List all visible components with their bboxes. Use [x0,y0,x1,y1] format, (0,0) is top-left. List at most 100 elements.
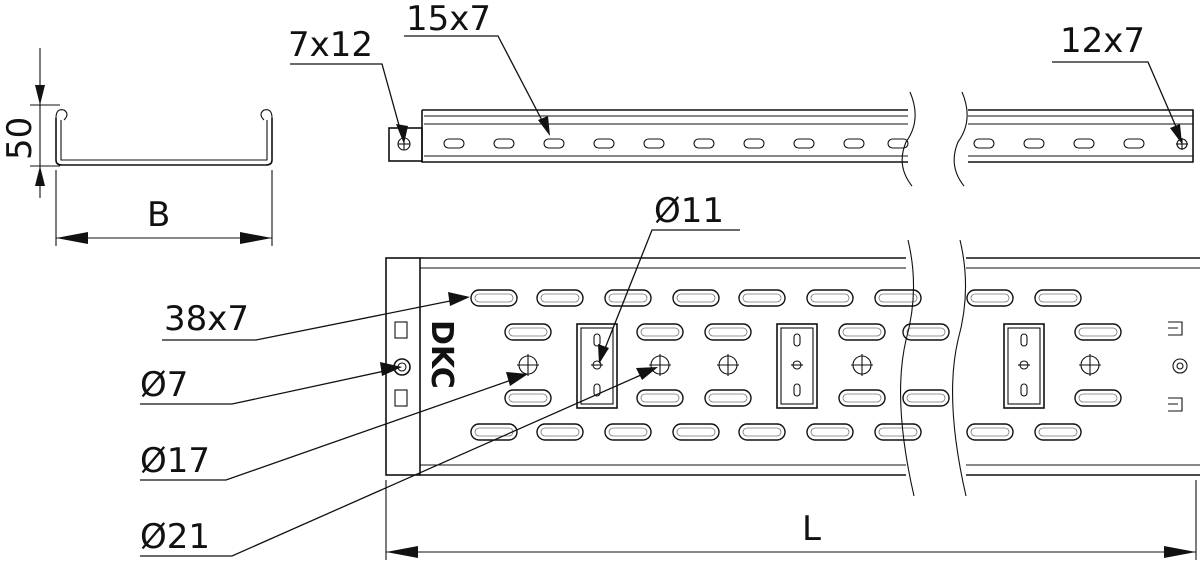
callout-end-slot-12x7: 12x7 [1060,21,1145,61]
base-slot-inner [842,393,882,403]
base-slot [902,389,950,407]
side-slot [843,138,865,149]
callouts: 7x12 15x7 12x7 Ø11 38x7 Ø7 Ø17 Ø21 [140,0,1182,557]
plan-hole-group [517,354,1101,376]
base-slot-inner [540,293,580,303]
callout-base-slot-38x7: 38x7 [164,299,249,339]
bracket-inner [580,327,614,405]
base-slot-inner [906,327,946,337]
base-slot [1074,323,1122,341]
base-slot [806,289,854,307]
side-slot [887,138,909,149]
base-slot-inner [540,427,580,437]
bracket-slot [593,383,601,397]
base-slot-inner [676,293,716,303]
width-dimension-label: B [147,195,170,235]
side-slot [1073,138,1095,149]
base-slot-inner [970,427,1010,437]
bracket-inner [1007,327,1041,405]
base-slot-inner [640,327,680,337]
side-slot [1023,138,1045,149]
side-slot [973,138,995,149]
base-slot [838,323,886,341]
side-slot [793,138,815,149]
base-slot-inner [708,327,748,337]
side-slot [443,138,465,149]
base-slot [1034,423,1082,441]
base-slot-inner [970,293,1010,303]
side-slot [493,138,515,149]
callout-side-slot-15x7: 15x7 [406,0,491,39]
base-slot-inner [742,293,782,303]
base-slot [806,423,854,441]
bracket-plate [776,323,818,409]
base-slot-inner [640,393,680,403]
bracket-slot [593,333,601,347]
base-slot [838,389,886,407]
side-slot-group [443,138,1145,149]
bracket-inner [780,327,814,405]
base-slot-inner [1038,293,1078,303]
bracket-slot [793,333,801,347]
base-slot [704,323,752,341]
base-slot-inner [508,393,548,403]
base-slot [874,289,922,307]
side-slot [593,138,615,149]
plan-view: DKC L [385,239,1200,560]
base-slot-inner [878,427,918,437]
base-slot [704,389,752,407]
base-slot-inner [708,393,748,403]
bracket-plate [1003,323,1045,409]
plan-bracket-group [576,323,1045,409]
callout-hole-d7: Ø7 [140,365,188,405]
base-slot [536,423,584,441]
base-slot [636,389,684,407]
bracket-slot [793,383,801,397]
base-slot-inner [608,427,648,437]
base-slot-inner [842,327,882,337]
height-dimension-label: 50 [0,117,40,160]
side-slot [743,138,765,149]
brand-logo-text: DKC [424,320,459,389]
tray-profile [55,118,273,166]
base-slot-inner [810,293,850,303]
base-slot [966,289,1014,307]
bracket-slot [1020,383,1028,397]
base-slot [604,423,652,441]
bracket-slot [1020,333,1028,347]
base-slot-inner [508,327,548,337]
base-slot [470,423,518,441]
base-slot [504,389,552,407]
base-slot [966,423,1014,441]
base-slot [874,423,922,441]
base-slot-inner [906,393,946,403]
side-slot [643,138,665,149]
callout-hole-d21: Ø21 [140,517,210,557]
base-slot [902,323,950,341]
base-slot [738,289,786,307]
base-slot-inner [676,427,716,437]
side-view [388,91,1194,187]
base-slot [738,423,786,441]
base-slot-inner [1078,327,1118,337]
bracket-plate [576,323,618,409]
plan-slot-group [470,289,1122,441]
length-dimension-label: L [802,509,821,549]
base-slot [1074,389,1122,407]
base-slot [470,289,518,307]
callout-hole-d11: Ø11 [654,191,724,231]
base-slot [636,323,684,341]
callout-mount-hole-7x12: 7x12 [288,25,373,65]
base-slot-inner [1038,427,1078,437]
base-slot-inner [1078,393,1118,403]
base-slot-inner [810,427,850,437]
cross-section-view: 50 B [0,48,273,246]
side-slot [693,138,715,149]
base-slot-inner [608,293,648,303]
base-slot-inner [878,293,918,303]
base-slot [604,289,652,307]
callout-hole-d17: Ø17 [140,441,210,481]
base-slot [672,289,720,307]
base-slot [1034,289,1082,307]
